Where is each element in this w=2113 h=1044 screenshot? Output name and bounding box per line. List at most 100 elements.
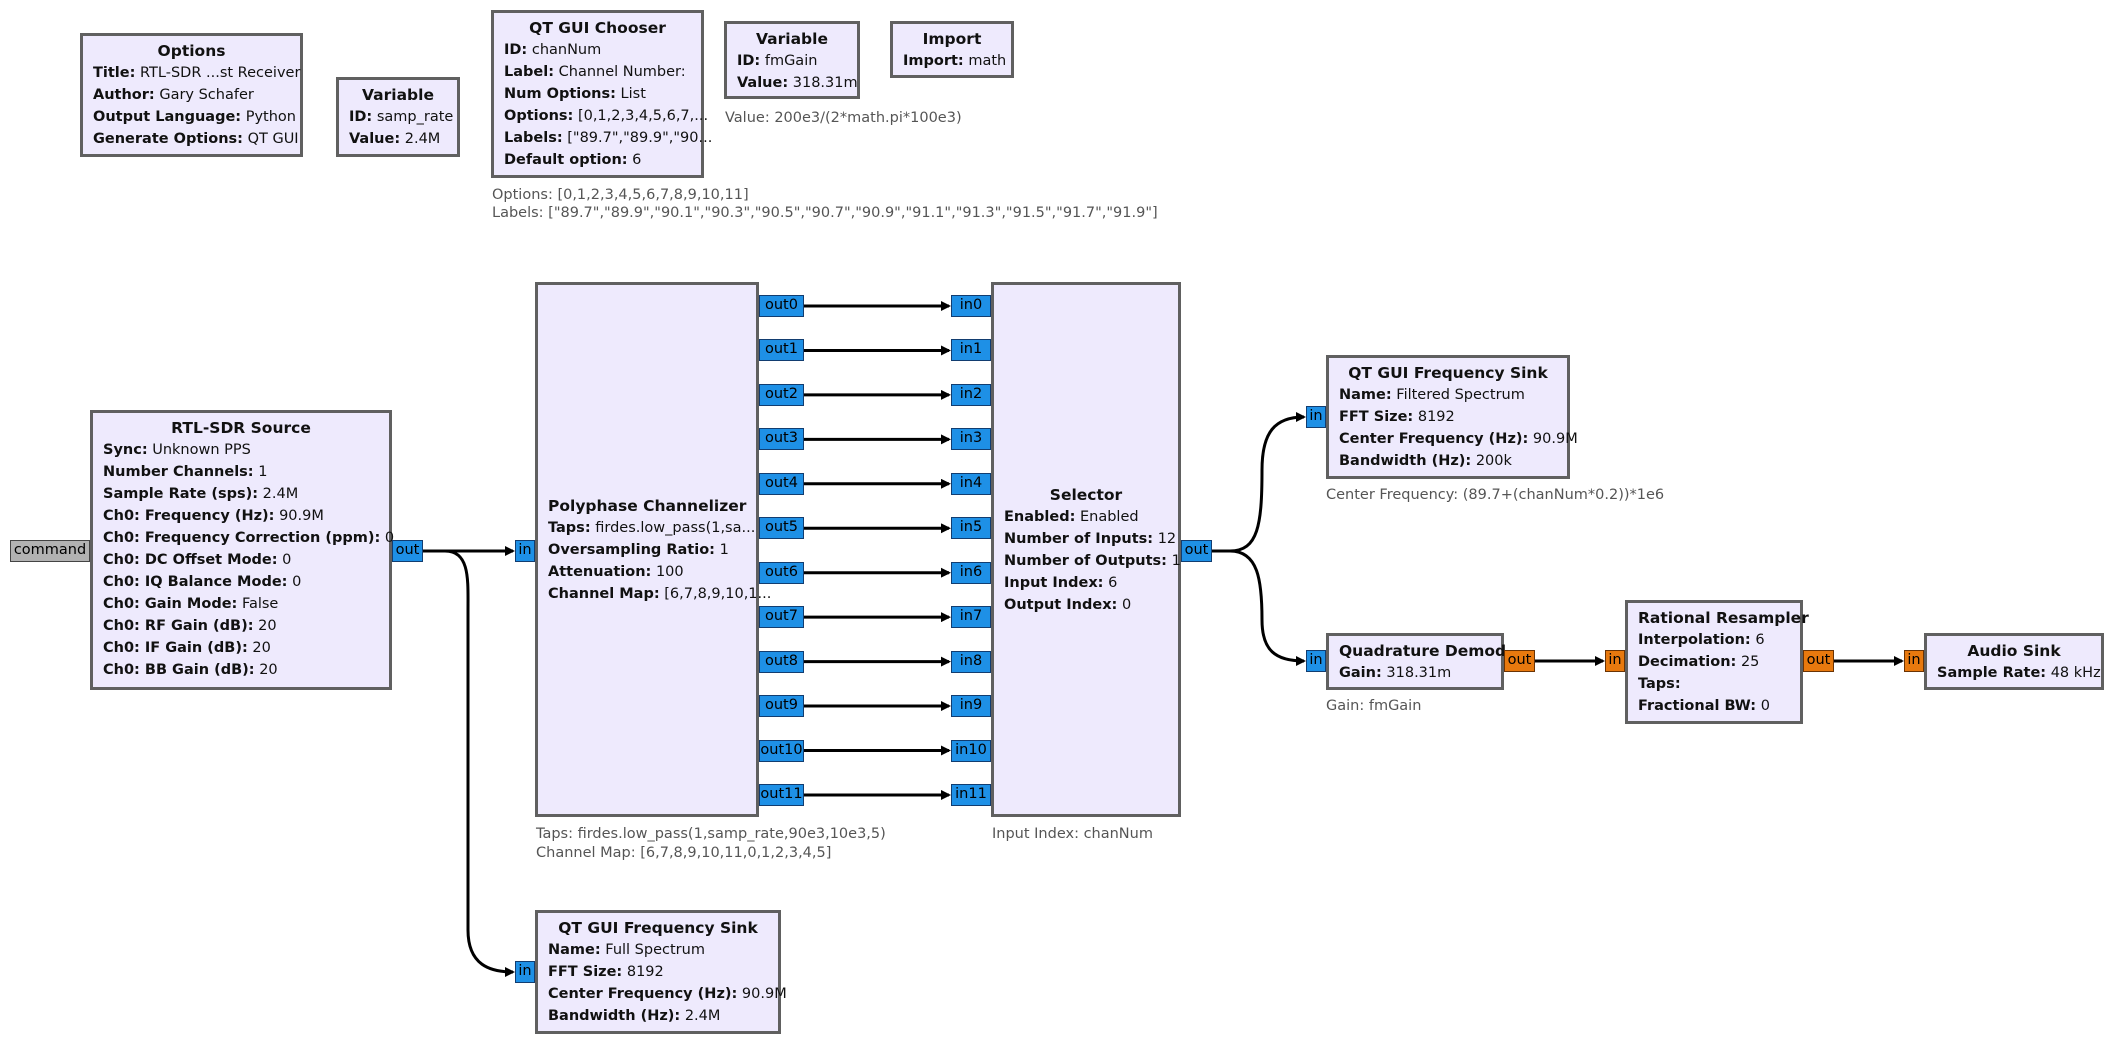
- param-key: Labels:: [504, 130, 563, 146]
- channelizer-out-port[interactable]: out6: [759, 561, 804, 584]
- param-key: Ch0: IQ Balance Mode:: [103, 574, 288, 590]
- param-value: 0: [1760, 698, 1770, 714]
- channelizer-out-port[interactable]: out4: [759, 472, 804, 495]
- channelizer-out-port[interactable]: out11: [759, 783, 804, 806]
- selector-to-freq-sink-wire: [1212, 412, 1306, 553]
- param-value: List: [620, 86, 646, 102]
- resampler-out-port[interactable]: out: [1803, 650, 1834, 672]
- selector-in-port[interactable]: in1: [951, 339, 991, 362]
- param-value: 0: [1121, 596, 1132, 613]
- selector-in-port[interactable]: in11: [951, 783, 991, 806]
- param-key: Number of Outputs:: [1004, 552, 1167, 569]
- rtl-sdr-source-block[interactable]: RTL-SDR Source Sync: Unknown PPS Number …: [90, 410, 394, 690]
- param-key: Taps:: [548, 519, 591, 536]
- param-id: ID: chanNum: [504, 39, 691, 61]
- block-title: QT GUI Chooser: [529, 19, 666, 37]
- param-key: Gain:: [1339, 665, 1382, 681]
- selector-in-port[interactable]: in2: [951, 383, 991, 406]
- param-value: 200k: [1475, 453, 1512, 469]
- selector-out-port[interactable]: out: [1181, 540, 1212, 562]
- rtl-out-port[interactable]: out: [392, 540, 423, 562]
- block-title: Audio Sink: [1967, 642, 2061, 660]
- audio-sink-block[interactable]: Audio Sink Sample Rate: 48 kHz: [1924, 633, 2104, 690]
- param-value: 12: [1157, 530, 1177, 547]
- param-label: Label: Channel Number:: [504, 61, 691, 83]
- param-key: Import:: [903, 53, 964, 69]
- channelizer-out-port[interactable]: out10: [759, 739, 804, 762]
- options-block[interactable]: Options Title: RTL-SDR ...st Receiver Au…: [80, 33, 303, 157]
- freq-sink-full-in-port[interactable]: in: [515, 961, 535, 983]
- channelizer-out-port[interactable]: out2: [759, 383, 804, 406]
- selector-in-port[interactable]: in6: [951, 561, 991, 584]
- param-value: 1: [1171, 552, 1181, 569]
- param-value: 1: [719, 541, 729, 558]
- param-value: Gary Schafer: [159, 87, 254, 103]
- chooser-options-note: Options: [0,1,2,3,4,5,6,7,8,9,10,11]: [492, 187, 749, 203]
- resampler-in-port[interactable]: in: [1605, 650, 1625, 672]
- selector-in-port[interactable]: in4: [951, 472, 991, 495]
- block-title: Rational Resampler: [1638, 609, 1809, 627]
- audio-sink-in-port[interactable]: in: [1904, 650, 1924, 672]
- freq-sink-filtered-in-port[interactable]: in: [1306, 406, 1326, 428]
- param-key: Sample Rate (sps):: [103, 486, 259, 502]
- param-key: Output Language:: [93, 109, 242, 125]
- selector-in-port[interactable]: in9: [951, 695, 991, 718]
- rtl-command-port[interactable]: command: [10, 540, 90, 562]
- selector-in-port[interactable]: in7: [951, 606, 991, 629]
- polyphase-channelizer-block[interactable]: Polyphase Channelizer Taps: firdes.low_p…: [535, 282, 771, 817]
- param-key: Decimation:: [1638, 654, 1737, 670]
- freq-sink-filtered-block[interactable]: QT GUI Frequency Sink Name: Filtered Spe…: [1326, 355, 1578, 479]
- selector-in-port[interactable]: in0: [951, 295, 991, 317]
- param-value: [6,7,8,9,10,1...: [664, 585, 772, 602]
- channelizer-in-port[interactable]: in: [515, 540, 535, 562]
- quad-demod-out-port[interactable]: out: [1504, 650, 1535, 672]
- quad-demod-in-port[interactable]: in: [1306, 650, 1326, 672]
- param-value: 20: [259, 662, 278, 678]
- param-value: Full Spectrum: [605, 942, 705, 958]
- param-key: Name:: [1339, 387, 1392, 403]
- selector-in-port[interactable]: in3: [951, 428, 991, 451]
- import-block[interactable]: Import Import: math: [890, 21, 1014, 78]
- param-key: Default option:: [504, 152, 628, 168]
- selector-block[interactable]: Selector Enabled: Enabled Number of Inpu…: [991, 282, 1181, 817]
- param-value: fmGain: [764, 53, 818, 69]
- param-value: QT GUI: [247, 131, 299, 147]
- variable-fmgain-block[interactable]: Variable ID: fmGain Value: 318.31m: [724, 21, 860, 99]
- channelizer-taps-note: Taps: firdes.low_pass(1,samp_rate,90e3,1…: [536, 826, 886, 842]
- channelizer-out-port[interactable]: out5: [759, 517, 804, 540]
- channelizer-out-port[interactable]: out7: [759, 606, 804, 629]
- qt-gui-chooser-block[interactable]: QT GUI Chooser ID: chanNum Label: Channe…: [491, 10, 712, 178]
- param-default-option: Default option: 6: [504, 149, 691, 171]
- param-key: Name:: [548, 942, 601, 958]
- param-title: Title: RTL-SDR ...st Receiver: [93, 62, 300, 84]
- param-key: Center Frequency (Hz):: [548, 986, 738, 1002]
- param-key: Ch0: DC Offset Mode:: [103, 552, 278, 568]
- block-title: Selector: [1049, 485, 1123, 504]
- channelizer-out-port[interactable]: out8: [759, 650, 804, 673]
- selector-in-port[interactable]: in10: [951, 739, 991, 762]
- channelizer-out-port[interactable]: out3: [759, 428, 804, 451]
- channelizer-out-port[interactable]: out9: [759, 695, 804, 718]
- param-key: Ch0: BB Gain (dB):: [103, 662, 255, 678]
- selector-in-port[interactable]: in5: [951, 517, 991, 540]
- param-value: Python: [245, 109, 296, 125]
- param-value: 0: [292, 574, 302, 590]
- param-key: Label:: [504, 64, 555, 80]
- param-key: Input Index:: [1004, 574, 1104, 591]
- param-import: Import: math: [903, 50, 1006, 72]
- param-value: RTL-SDR ...st Receiver: [140, 65, 301, 81]
- variable-samp-rate-block[interactable]: Variable ID: samp_rate Value: 2.4M: [336, 77, 460, 157]
- channelizer-out-port[interactable]: out0: [759, 295, 804, 317]
- param-key: Sync:: [103, 442, 148, 458]
- freq-sink-full-block[interactable]: QT GUI Frequency Sink Name: Full Spectru…: [535, 910, 787, 1034]
- param-value: 8192: [626, 964, 664, 980]
- selector-in-port[interactable]: in8: [951, 650, 991, 673]
- param-value: 2.4M: [404, 131, 441, 147]
- param-labels: Labels: ["89.7","89.9","90...: [504, 127, 712, 149]
- channelizer-out-port[interactable]: out1: [759, 339, 804, 362]
- quad-demod-gain-note: Gain: fmGain: [1326, 698, 1422, 714]
- rational-resampler-block[interactable]: Rational Resampler Interpolation: 6 Deci…: [1625, 600, 1809, 724]
- quadrature-demod-block[interactable]: Quadrature Demod Gain: 318.31m: [1326, 633, 1506, 690]
- param-value: 90.9M: [741, 986, 787, 1002]
